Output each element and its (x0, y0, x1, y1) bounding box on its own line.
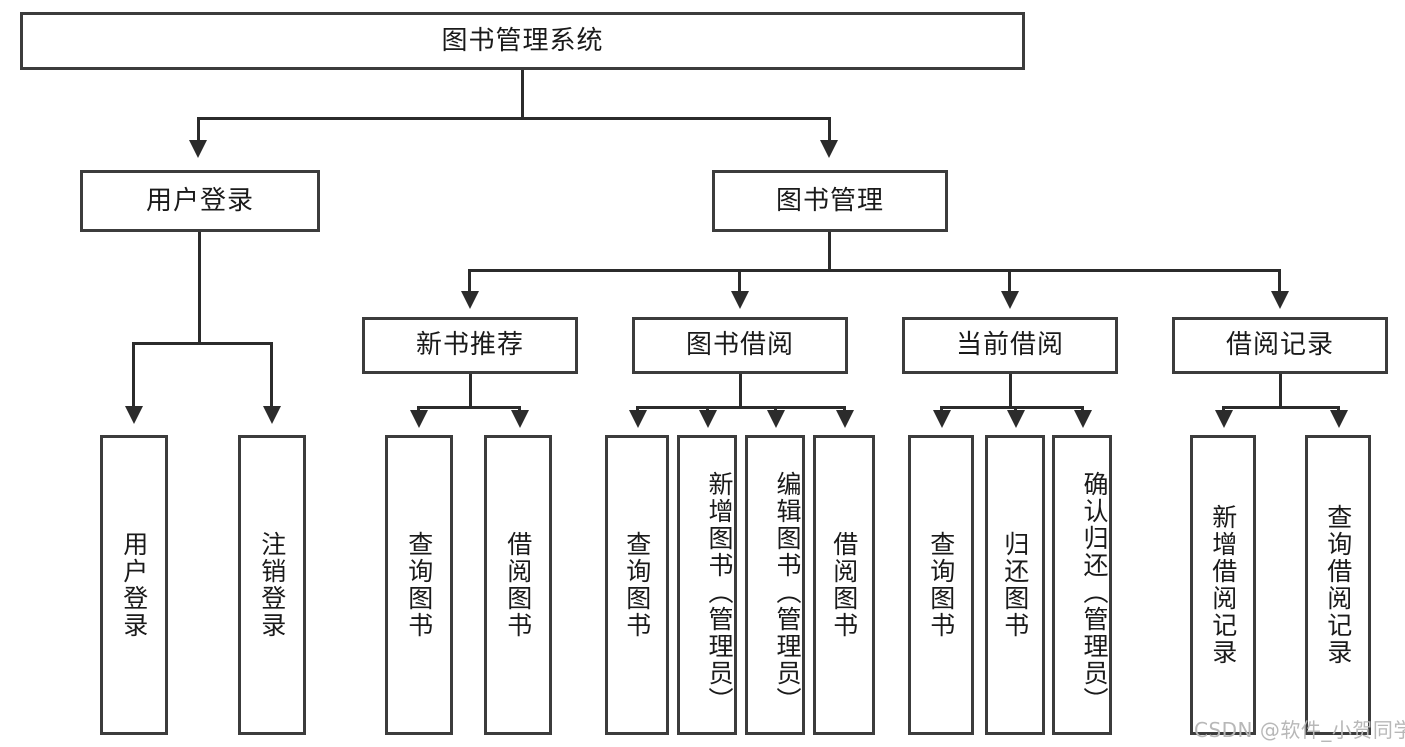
arrow-br-l1 (1215, 410, 1233, 428)
arrow-bb-l4 (836, 410, 854, 428)
node-leaf-query-record[interactable]: 查询借阅记录 (1305, 435, 1371, 735)
arrow-bm-to-borrowrecord (1271, 291, 1289, 309)
connector-newbook-bus (417, 406, 521, 409)
node-leaf-query-book-2[interactable]: 查询图书 (605, 435, 669, 735)
connector-currentborrow-bus (940, 406, 1082, 409)
node-leaf-user-logout-label: 注销登录 (257, 531, 287, 639)
node-leaf-borrow-book-1[interactable]: 借阅图书 (484, 435, 552, 735)
node-leaf-add-record-label: 新增借阅记录 (1208, 504, 1238, 666)
arrow-root-to-user-login (189, 140, 207, 158)
connector-bookborrow-stem (739, 374, 742, 406)
arrow-bm-to-newbook (461, 291, 479, 309)
node-book-borrow[interactable]: 图书借阅 (632, 317, 848, 374)
connector-root-to-user-login (197, 117, 200, 142)
arrow-user-login-to-leaf1 (125, 406, 143, 424)
node-leaf-confirm-return-label: 确认归还（管理员） (1080, 470, 1109, 714)
node-current-borrow[interactable]: 当前借阅 (902, 317, 1118, 374)
csdn-watermark: CSDN @软件_小贺同学 (1194, 718, 1405, 742)
node-new-book-rec[interactable]: 新书推荐 (362, 317, 578, 374)
connector-bm-to-borrowrecord (1278, 269, 1281, 293)
connector-borrowrecord-bus (1222, 406, 1339, 409)
connector-bb-l4 (843, 406, 846, 412)
connector-user-login-stem (198, 232, 201, 342)
connector-newbook-stem (469, 374, 472, 406)
node-leaf-query-record-label: 查询借阅记录 (1323, 504, 1353, 666)
node-leaf-borrow-book-2-label: 借阅图书 (829, 531, 859, 639)
arrow-bb-l2 (699, 410, 717, 428)
connector-user-login-bus (132, 342, 270, 345)
node-leaf-query-book-3-label: 查询图书 (926, 531, 956, 639)
connector-bm-to-newbook (468, 269, 471, 293)
node-leaf-query-book-2-label: 查询图书 (622, 531, 652, 639)
connector-book-manage-bus (468, 269, 1280, 272)
connector-book-manage-stem (828, 232, 831, 269)
node-root[interactable]: 图书管理系统 (20, 12, 1025, 70)
arrow-root-to-book-manage (820, 140, 838, 158)
arrow-cb-l2 (1007, 410, 1025, 428)
connector-currentborrow-stem (1009, 374, 1012, 406)
node-user-login[interactable]: 用户登录 (80, 170, 320, 232)
node-leaf-return-book[interactable]: 归还图书 (985, 435, 1045, 735)
connector-cb-l3 (1081, 406, 1084, 412)
node-leaf-edit-book-label: 编辑图书（管理员） (773, 470, 802, 714)
node-borrow-record[interactable]: 借阅记录 (1172, 317, 1388, 374)
node-current-borrow-label: 当前借阅 (955, 330, 1064, 361)
node-leaf-borrow-book-1-label: 借阅图书 (503, 531, 533, 639)
node-leaf-user-logout[interactable]: 注销登录 (238, 435, 306, 735)
node-leaf-query-book-3[interactable]: 查询图书 (908, 435, 974, 735)
node-book-borrow-label: 图书借阅 (685, 330, 794, 361)
connector-user-login-to-leaf2 (270, 342, 273, 408)
connector-borrowrecord-stem (1279, 374, 1282, 406)
connector-root-bus (197, 117, 831, 120)
node-leaf-add-book-label: 新增图书（管理员） (705, 470, 734, 714)
arrow-br-l2 (1330, 410, 1348, 428)
node-leaf-add-record[interactable]: 新增借阅记录 (1190, 435, 1256, 735)
connector-bb-l2 (706, 406, 709, 412)
connector-bb-l1 (636, 406, 639, 412)
node-leaf-query-book-1-label: 查询图书 (404, 531, 434, 639)
node-user-login-label: 用户登录 (145, 185, 254, 216)
node-borrow-record-label: 借阅记录 (1225, 330, 1334, 361)
arrow-cb-l3 (1074, 410, 1092, 428)
arrow-bm-to-currentborrow (1001, 291, 1019, 309)
node-root-label: 图书管理系统 (441, 25, 604, 56)
connector-root-stem (521, 70, 524, 117)
connector-bb-l3 (774, 406, 777, 412)
connector-newbook-l2 (518, 406, 521, 412)
connector-br-l2 (1337, 406, 1340, 412)
connector-br-l1 (1222, 406, 1225, 412)
arrow-bb-l3 (767, 410, 785, 428)
node-leaf-add-book[interactable]: 新增图书（管理员） (677, 435, 737, 735)
connector-bm-to-currentborrow (1008, 269, 1011, 293)
connector-bookborrow-bus (636, 406, 845, 409)
arrow-user-login-to-leaf2 (263, 406, 281, 424)
connector-user-login-to-leaf1 (132, 342, 135, 408)
arrow-newbook-l2 (511, 410, 529, 428)
node-new-book-rec-label: 新书推荐 (415, 330, 524, 361)
node-book-manage-label: 图书管理 (775, 185, 884, 216)
connector-bm-to-bookborrow (738, 269, 741, 293)
connector-root-to-book-manage (828, 117, 831, 142)
connector-cb-l2 (1014, 406, 1017, 412)
node-leaf-query-book-1[interactable]: 查询图书 (385, 435, 453, 735)
arrow-cb-l1 (933, 410, 951, 428)
node-leaf-edit-book[interactable]: 编辑图书（管理员） (745, 435, 805, 735)
arrow-bb-l1 (629, 410, 647, 428)
node-leaf-user-login-label: 用户登录 (119, 531, 149, 639)
node-leaf-return-book-label: 归还图书 (1000, 531, 1030, 639)
arrow-newbook-l1 (410, 410, 428, 428)
connector-newbook-l1 (417, 406, 420, 412)
node-leaf-user-login[interactable]: 用户登录 (100, 435, 168, 735)
node-leaf-confirm-return[interactable]: 确认归还（管理员） (1052, 435, 1112, 735)
connector-cb-l1 (940, 406, 943, 412)
arrow-bm-to-bookborrow (731, 291, 749, 309)
node-leaf-borrow-book-2[interactable]: 借阅图书 (813, 435, 875, 735)
node-book-manage[interactable]: 图书管理 (712, 170, 948, 232)
